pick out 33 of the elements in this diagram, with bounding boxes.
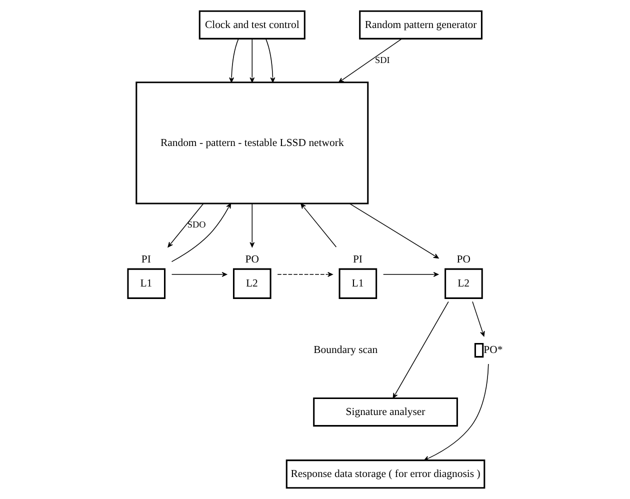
- edge-label: SDO: [187, 220, 206, 230]
- arrow: [349, 203, 439, 258]
- arrow: [382, 272, 439, 277]
- arrow: [472, 301, 485, 336]
- node-box: L1: [338, 268, 378, 299]
- label: Boundary scan: [314, 344, 378, 356]
- arrow: [229, 38, 239, 83]
- arrow: [171, 203, 232, 262]
- node-box: L2: [444, 268, 483, 299]
- node-box: Clock and test control: [198, 10, 306, 40]
- node-label: PI: [141, 253, 151, 266]
- arrow: [250, 203, 255, 248]
- node-label: PO: [456, 253, 471, 266]
- node-label: PO*: [484, 344, 503, 356]
- node-box: L2: [232, 268, 272, 299]
- node-box: Random - pattern - testable LSSD network: [136, 82, 369, 204]
- node-box: L1: [127, 268, 166, 299]
- node-box: Signature analyser: [313, 397, 458, 427]
- arrow: [338, 38, 402, 83]
- node-label: PO: [245, 253, 259, 266]
- arrow: [250, 38, 255, 83]
- arrow: [168, 203, 204, 248]
- node-label: PI: [352, 253, 362, 266]
- arrow: [277, 272, 333, 277]
- arrow: [300, 203, 337, 248]
- arrow: [171, 272, 228, 277]
- edge-label: SDI: [375, 54, 390, 65]
- arrow: [424, 364, 489, 461]
- arrow: [392, 301, 449, 398]
- node-box: Response data storage ( for error diagnosis ): [286, 460, 486, 489]
- node-box: Random pattern generator: [359, 10, 482, 40]
- arrow: [265, 38, 276, 83]
- node-box: [474, 343, 484, 358]
